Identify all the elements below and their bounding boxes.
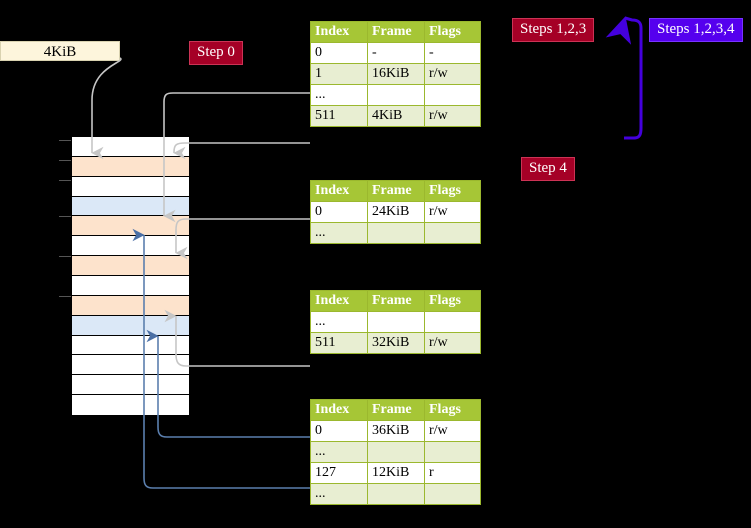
mem-tick bbox=[59, 180, 71, 181]
column-header-index: Index bbox=[310, 180, 368, 202]
column-header-index: Index bbox=[310, 21, 368, 43]
mem-tick bbox=[59, 256, 71, 257]
table-row: ... bbox=[310, 222, 481, 244]
mem-tick bbox=[59, 160, 71, 161]
cell-frame: - bbox=[367, 42, 425, 64]
arrow-pml4-511-to-memory bbox=[173, 142, 310, 160]
cell-flags bbox=[424, 84, 481, 106]
cell-flags: r bbox=[424, 462, 481, 484]
mem-tick bbox=[59, 140, 71, 141]
cell-index: 511 bbox=[310, 332, 368, 354]
column-header-flags: Flags bbox=[424, 290, 481, 312]
memory-frame-row bbox=[72, 156, 189, 177]
table-row: ... bbox=[310, 483, 481, 505]
cell-flags: r/w bbox=[424, 332, 481, 354]
cell-frame: 16KiB bbox=[367, 63, 425, 85]
column-header-frame: Frame bbox=[367, 21, 425, 43]
memory-frame-row bbox=[72, 256, 189, 276]
column-header-index: Index bbox=[310, 290, 368, 312]
cell-frame: 4KiB bbox=[367, 105, 425, 127]
badge-step-0: Step 0 bbox=[189, 41, 243, 65]
column-header-flags: Flags bbox=[424, 21, 481, 43]
cell-frame bbox=[367, 441, 425, 463]
badge-step-4: Step 4 bbox=[521, 157, 575, 181]
memory-frame-row bbox=[72, 395, 189, 415]
cell-frame: 24KiB bbox=[367, 201, 425, 223]
badge-steps-123: Steps 1,2,3 bbox=[512, 18, 595, 42]
table-row: 0-- bbox=[310, 42, 481, 64]
mem-tick bbox=[59, 296, 71, 297]
column-header-frame: Frame bbox=[367, 399, 425, 421]
table-row: ... bbox=[310, 441, 481, 463]
cell-frame bbox=[367, 222, 425, 244]
table-header-row: Index Frame Flags bbox=[310, 180, 481, 202]
cell-index: ... bbox=[310, 441, 368, 463]
cell-frame: 36KiB bbox=[367, 420, 425, 442]
column-header-flags: Flags bbox=[424, 399, 481, 421]
cell-flags bbox=[424, 483, 481, 505]
memory-frame-row bbox=[72, 176, 189, 197]
physical-memory-column bbox=[71, 136, 190, 416]
memory-frame-row bbox=[72, 295, 189, 316]
badge-steps-1234: Steps 1,2,3,4 bbox=[649, 18, 743, 42]
cell-flags: r/w bbox=[424, 105, 481, 127]
cell-flags bbox=[424, 441, 481, 463]
table-header-row: Index Frame Flags bbox=[310, 290, 481, 312]
mem-block-label-4kib: 4KiB bbox=[0, 41, 120, 61]
memory-frame-row bbox=[72, 335, 189, 356]
column-header-frame: Frame bbox=[367, 180, 425, 202]
memory-frame-row bbox=[72, 137, 189, 157]
cell-flags bbox=[424, 222, 481, 244]
arrow-recursive-mapping bbox=[605, 16, 643, 140]
memory-frame-row bbox=[72, 196, 189, 217]
cell-index: ... bbox=[310, 84, 368, 106]
cell-index: 1 bbox=[310, 63, 368, 85]
cell-flags: - bbox=[424, 42, 481, 64]
memory-frame-row bbox=[72, 276, 189, 296]
table-header-row: Index Frame Flags bbox=[310, 399, 481, 421]
arrow-pdpt-to-memory bbox=[175, 218, 310, 260]
cell-index: 0 bbox=[310, 42, 368, 64]
memory-frame-row bbox=[72, 236, 189, 257]
table-row: ... bbox=[310, 84, 481, 106]
column-header-index: Index bbox=[310, 399, 368, 421]
column-header-flags: Flags bbox=[424, 180, 481, 202]
cell-frame bbox=[367, 84, 425, 106]
cell-index: ... bbox=[310, 222, 368, 244]
table-header-row: Index Frame Flags bbox=[310, 21, 481, 43]
cell-index: 127 bbox=[310, 462, 368, 484]
cell-frame: 12KiB bbox=[367, 462, 425, 484]
column-header-frame: Frame bbox=[367, 290, 425, 312]
cell-index: 0 bbox=[310, 201, 368, 223]
cell-flags bbox=[424, 311, 481, 333]
mem-tick bbox=[59, 216, 71, 217]
table-row: ... bbox=[310, 311, 481, 333]
cell-frame bbox=[367, 483, 425, 505]
cell-frame bbox=[367, 311, 425, 333]
memory-frame-row bbox=[72, 355, 189, 376]
memory-frame-row bbox=[72, 375, 189, 396]
cell-index: ... bbox=[310, 483, 368, 505]
cell-flags: r/w bbox=[424, 63, 481, 85]
memory-frame-row bbox=[72, 315, 189, 336]
cell-flags: r/w bbox=[424, 420, 481, 442]
cell-index: 0 bbox=[310, 420, 368, 442]
cell-flags: r/w bbox=[424, 201, 481, 223]
arrow-pd-to-memory bbox=[164, 309, 310, 367]
memory-frame-row bbox=[72, 216, 189, 237]
cell-frame: 32KiB bbox=[367, 332, 425, 354]
cell-index: ... bbox=[310, 311, 368, 333]
cell-index: 511 bbox=[310, 105, 368, 127]
